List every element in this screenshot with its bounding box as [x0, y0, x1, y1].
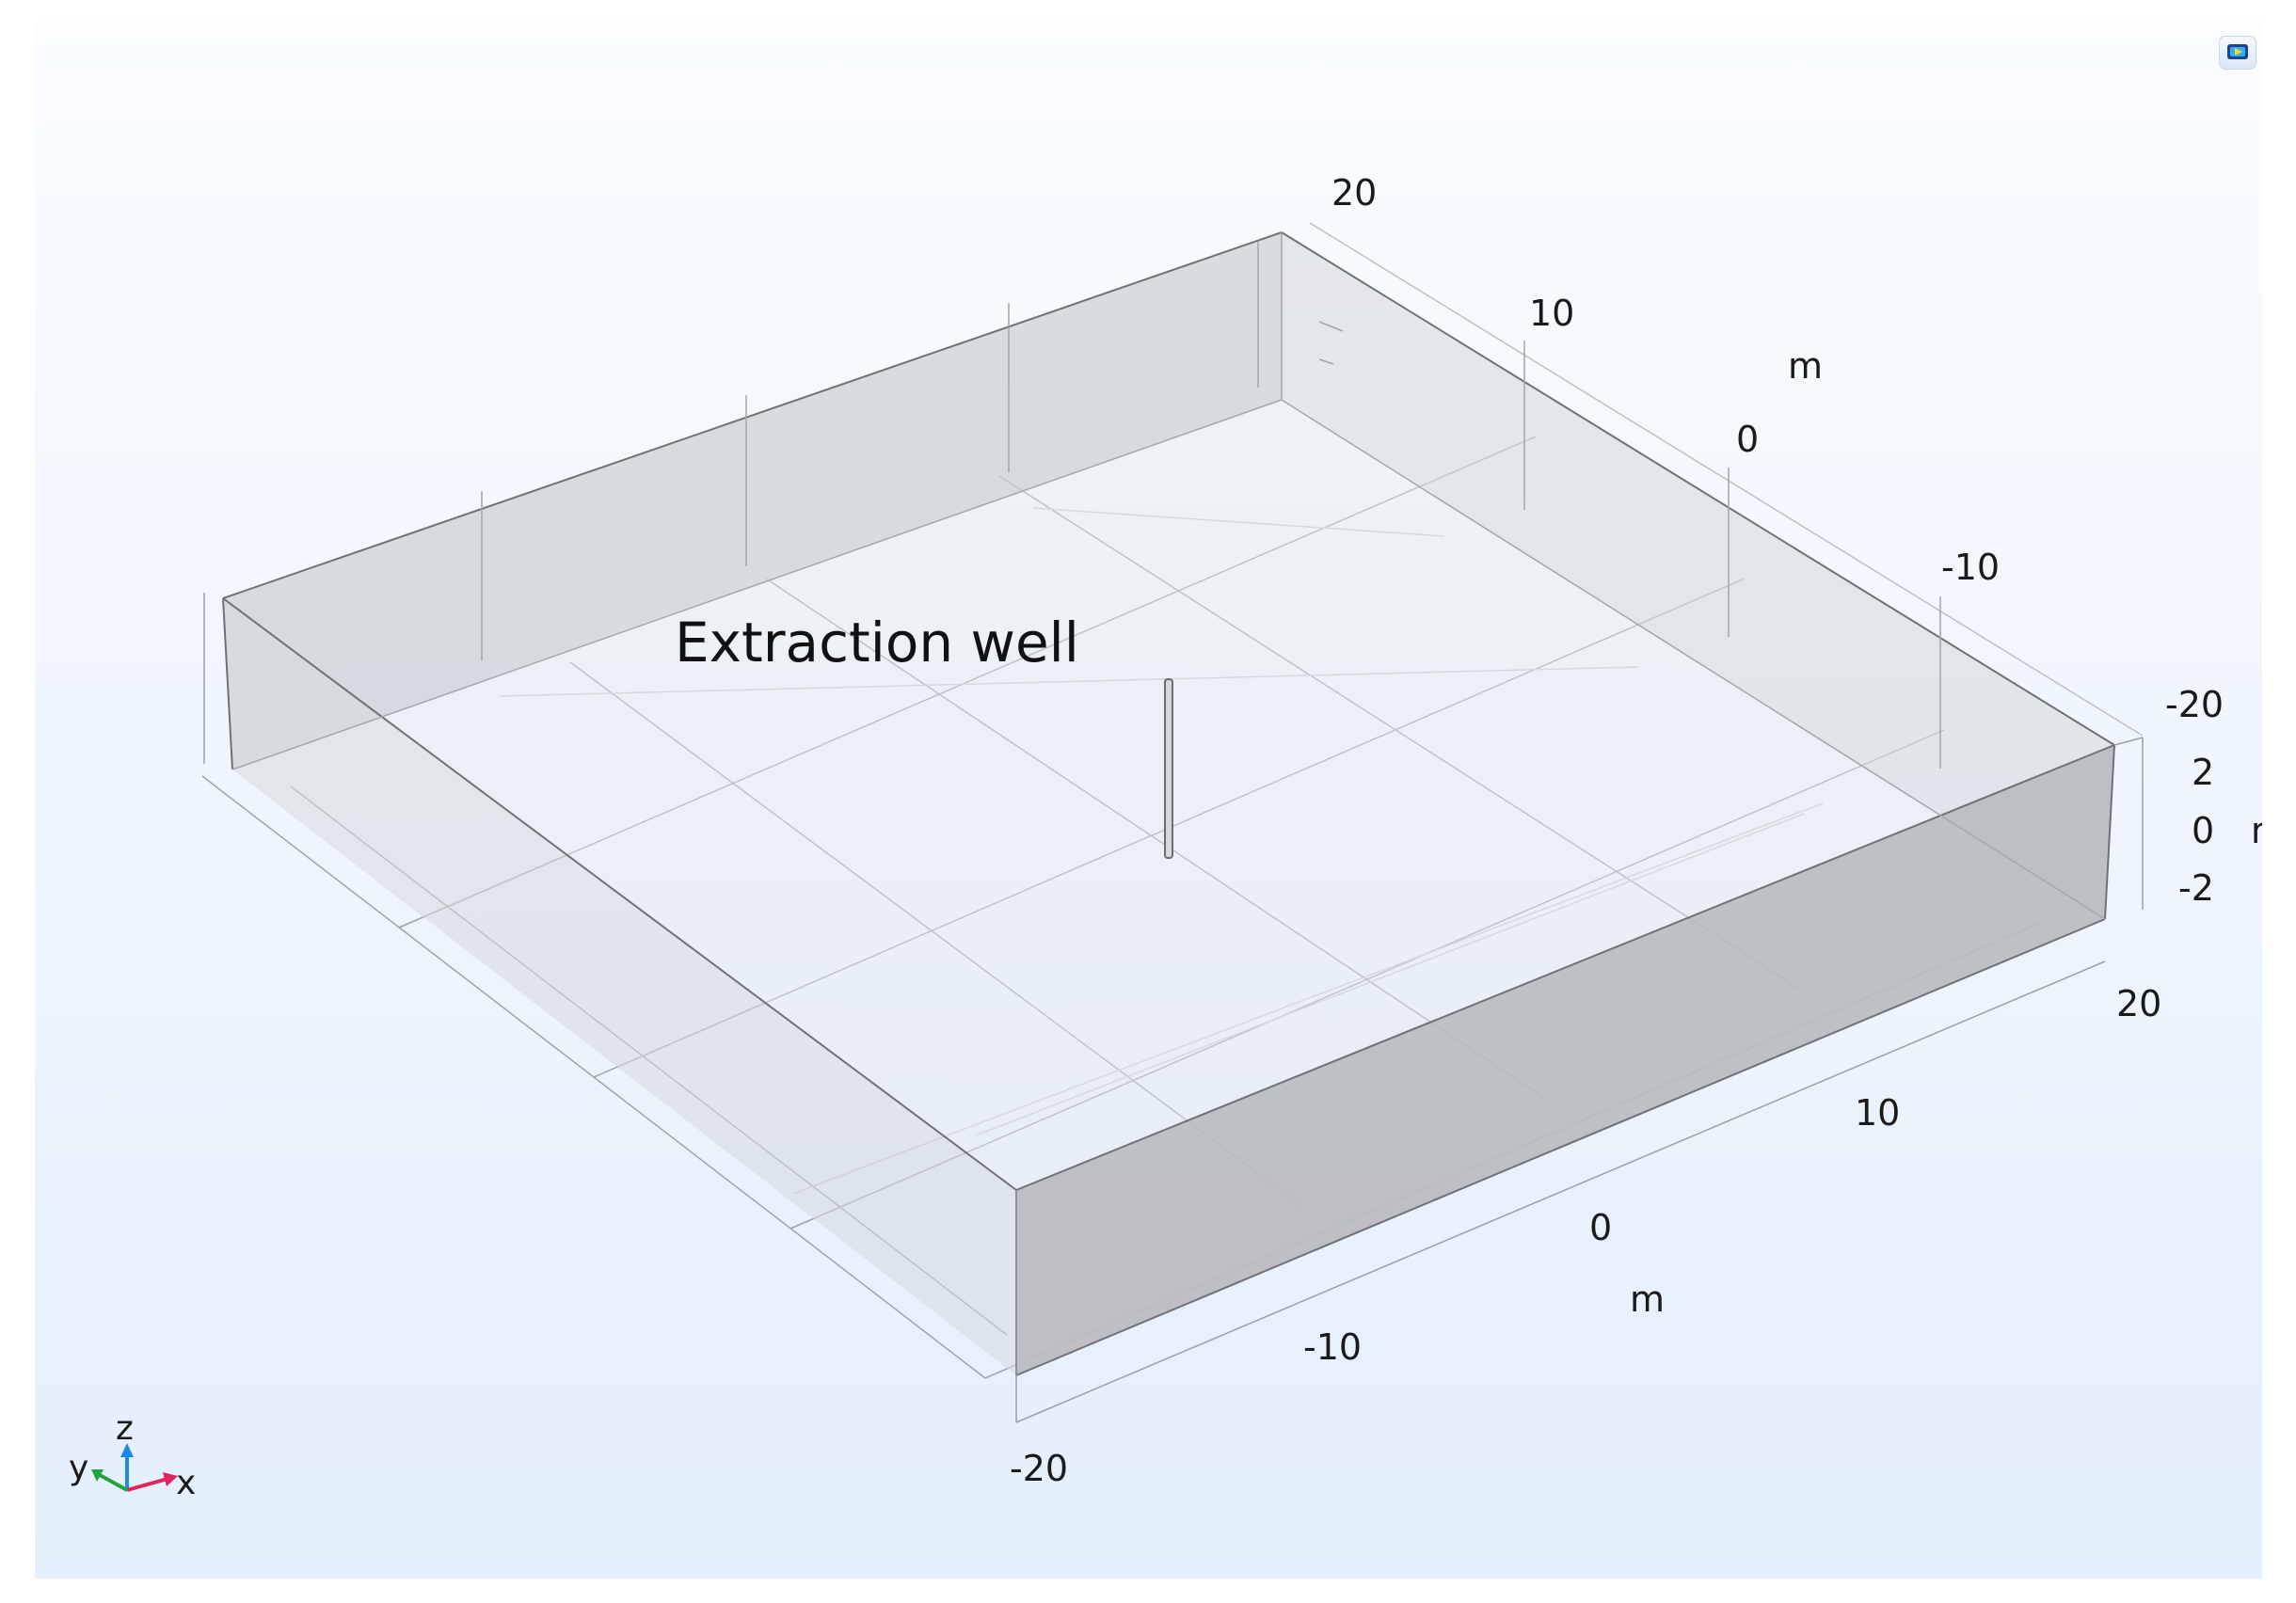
well-cylinder	[1164, 678, 1173, 859]
triad-x-axis	[126, 1477, 168, 1492]
y-axis-unit: m	[1788, 345, 1823, 387]
block-edge	[1281, 231, 2115, 746]
block-bottom-grid	[499, 507, 1824, 1195]
interior-grid-line	[1032, 507, 1445, 537]
z-axis-unit: m	[2251, 810, 2262, 851]
ruler-lines	[203, 222, 2144, 1423]
3d-geometry-view[interactable]: Extraction well -20 -10 0 10 20 m 20 10 …	[35, 21, 2262, 1579]
block-edge	[222, 231, 1283, 599]
z-tick-label: -2	[2178, 867, 2214, 909]
x-tick-label: 20	[2116, 983, 2161, 1024]
block-edges	[222, 231, 2115, 1376]
block-hidden-edge	[1281, 399, 2106, 920]
floor-grid-line	[765, 578, 1551, 1103]
block-edge	[1015, 918, 2106, 1376]
triad-z-label: z	[116, 1409, 134, 1448]
triad-y-label: y	[69, 1449, 88, 1487]
block-hidden-edges	[231, 232, 2106, 920]
well-annotation: Extraction well	[675, 611, 1079, 675]
screenshot-icon[interactable]	[2219, 36, 2256, 70]
y-tick-label: -20	[2165, 684, 2224, 725]
block-left-face	[223, 232, 1282, 770]
interior-grid-line	[499, 666, 1639, 697]
axis-orientation-triad: z x y	[69, 1409, 196, 1502]
x-tick-label: 0	[1589, 1207, 1612, 1248]
block-front-face	[1016, 745, 2114, 1375]
y-tick-label: 0	[1736, 419, 1759, 460]
triad-x-label: x	[176, 1464, 196, 1502]
block-side-face	[223, 598, 1016, 1375]
x-axis-unit: m	[1630, 1278, 1665, 1320]
y-tick-label: 20	[1331, 172, 1377, 214]
graphics-window[interactable]: Extraction well -20 -10 0 10 20 m 20 10 …	[35, 21, 2262, 1579]
block-edge	[1015, 744, 2115, 1191]
x-tick-label: -10	[1303, 1326, 1362, 1368]
extraction-well	[1164, 678, 1173, 859]
x-tick-label: 10	[1855, 1092, 1900, 1134]
block-edge	[222, 597, 233, 770]
triad-z-arrow	[120, 1443, 134, 1457]
axis-tick-marks	[481, 242, 1941, 769]
floor-grid-line	[398, 436, 1537, 928]
block-edge	[2104, 744, 2115, 920]
floor-grid-line	[569, 661, 1304, 1208]
block-right-face	[1282, 232, 2114, 919]
triad-y-arrow	[91, 1469, 104, 1482]
floor-grid-line	[998, 475, 1805, 992]
interior-grid-line	[792, 802, 1824, 1195]
triad-y-axis	[99, 1473, 128, 1492]
block-edge	[222, 597, 1017, 1191]
interior-grid-line	[975, 813, 1805, 1136]
x-tick-label: -20	[1010, 1448, 1068, 1489]
triad-x-arrow	[163, 1472, 178, 1486]
y-tick-label: 10	[1529, 293, 1574, 334]
y-tick-label: -10	[1941, 547, 2000, 588]
block-hidden-edge	[231, 399, 1283, 770]
z-tick-label: 2	[2192, 752, 2214, 793]
z-tick-label: 0	[2192, 810, 2214, 851]
